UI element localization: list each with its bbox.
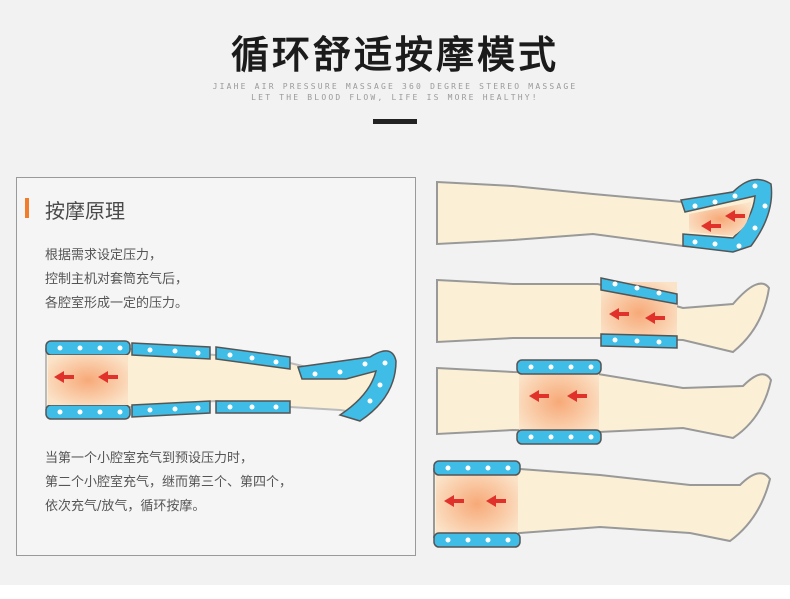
sequence-line: 依次充气/放气，循环按摩。 [45, 499, 206, 514]
intro-line: 根据需求设定压力， [45, 248, 163, 263]
foot-chamber-inflated-icon [436, 178, 773, 253]
sequence-line: 当第一个小腔室充气到预设压力时， [45, 451, 254, 466]
panel-heading: 按摩原理 [45, 199, 125, 223]
sequence-text: 当第一个小腔室充气到预设压力时， 第二个小腔室充气，继而第三个、第四个， 依次充… [45, 447, 292, 519]
thigh-chamber-inflated-icon [433, 460, 772, 548]
subtitle-line-2: LET THE BLOOD FLOW, LIFE IS MORE HEALTHY… [251, 93, 539, 102]
intro-text: 根据需求设定压力， 控制主机对套筒充气后， 各腔室形成一定的压力。 [45, 244, 188, 316]
knee-chamber-inflated-icon [436, 359, 773, 445]
intro-line: 各腔室形成一定的压力。 [45, 296, 189, 311]
subtitle-line-1: JIAHE AIR PRESSURE MASSAGE 360 DEGREE ST… [212, 82, 578, 91]
full-leg-4-chamber-icon [45, 340, 397, 422]
bottom-strip [0, 585, 790, 599]
title-divider [373, 119, 417, 124]
sequence-line: 第二个小腔室充气，继而第三个、第四个， [45, 475, 293, 490]
intro-line: 控制主机对套筒充气后， [45, 272, 189, 287]
page-title: 循环舒适按摩模式 [230, 33, 559, 77]
calf-chamber-inflated-icon [436, 277, 771, 354]
heading-accent-bar [25, 198, 29, 218]
